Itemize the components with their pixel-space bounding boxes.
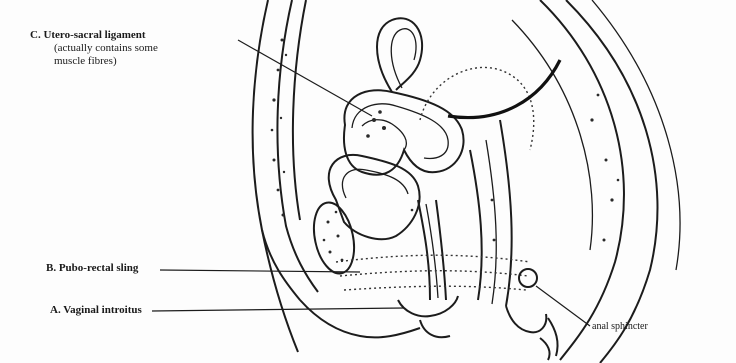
- perineal-body: [398, 296, 458, 316]
- peritoneal-outline: [420, 67, 534, 150]
- rectum: [470, 120, 512, 306]
- ligament-label-line3: muscle fibres): [54, 55, 117, 68]
- sling-label: B. Pubo-rectal sling: [46, 262, 138, 275]
- ligament-label-line1: C. Utero-sacral ligament: [30, 29, 146, 42]
- uterus: [344, 90, 464, 175]
- retractor: [448, 60, 560, 118]
- pubo-rectal-sling: [336, 255, 530, 290]
- introitus-label: A. Vaginal introitus: [50, 304, 142, 317]
- posterior-wall: [512, 0, 680, 363]
- ligament-leader: [238, 40, 372, 116]
- uterine-tube: [377, 18, 422, 92]
- introitus-leader: [152, 308, 404, 311]
- sphincter-label: anal sphincter: [592, 320, 648, 333]
- pubic-bone: [308, 199, 360, 277]
- sphincter-leader: [536, 286, 590, 326]
- bone-texture: [271, 39, 620, 262]
- bladder: [329, 155, 420, 239]
- external-sphincter: [540, 318, 558, 360]
- anterior-wall: [253, 0, 318, 300]
- ligament-label-line2: (actually contains some: [54, 42, 158, 55]
- anal-canal: [506, 306, 546, 332]
- anal-sphincter-ring: [519, 269, 537, 287]
- vagina: [418, 200, 446, 300]
